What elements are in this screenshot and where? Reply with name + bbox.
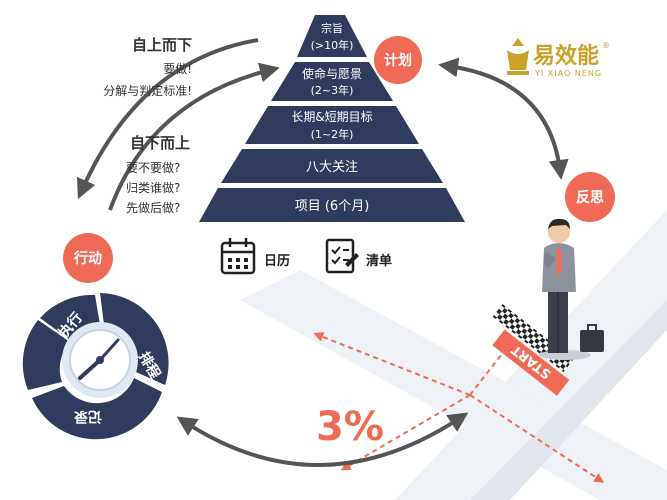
clock-hand-minute (98, 338, 120, 362)
dashed-path-up (469, 349, 506, 396)
pyramid-level-2 (271, 62, 393, 101)
figure-hair (548, 218, 570, 229)
pyramid-level-4 (221, 149, 443, 183)
figure-arm (543, 252, 556, 268)
reflect-badge: 反思 (565, 172, 615, 222)
bottom-up-line-2: 归类谁做? (126, 180, 180, 195)
figure-tie (556, 248, 562, 276)
plan-label: 计划 (384, 52, 412, 69)
bottom-up-block: 自下而上 要不要做? 归类谁做? 先做后做? (126, 134, 190, 215)
bottom-up-line-1: 要不要做? (126, 160, 180, 175)
cycle-arrows (76, 38, 569, 467)
bottom-up-title: 自下而上 (130, 134, 190, 152)
action-label: 行动 (73, 250, 102, 267)
figure-head (548, 221, 570, 243)
reflect-label: 反思 (576, 189, 604, 206)
clock-segment-record (32, 378, 162, 440)
pyramid-level-4-line-1: 八大关注 (306, 160, 358, 175)
top-down-line-1: 要做! (163, 61, 192, 76)
checklist-label: 清单 (366, 253, 392, 269)
start-banner (492, 329, 570, 396)
percent-label: 3% (316, 404, 384, 450)
calendar-label: 日历 (264, 254, 290, 269)
arrow-top-down (76, 38, 259, 200)
logo-icon (507, 38, 529, 75)
arrow-reflect-to-action (176, 412, 469, 467)
calendar-tool: 日历 (220, 238, 290, 275)
bottom-up-line-3: 先做后做? (126, 200, 180, 215)
clock-segment-execute (40, 294, 100, 340)
logo-name: 易效能 (533, 43, 599, 69)
checklist-icon (325, 238, 359, 274)
action-badge: 行动 (63, 233, 113, 283)
dashed-path-left (313, 332, 471, 396)
top-down-title: 自上而下 (132, 36, 192, 54)
calendar-icon (220, 238, 256, 275)
pyramid-level-2-line-1: 使命与愿景 (302, 66, 362, 81)
clock-hand-hour (78, 358, 102, 380)
crossroads-scene: START 3% (240, 210, 667, 500)
pyramid-level-3-line-2: (1~2年) (311, 127, 354, 141)
clock-segment-schedule (100, 293, 169, 385)
arrow-bottom-up (108, 62, 280, 211)
pyramid-level-1-line-1: 宗旨 (321, 21, 343, 35)
clock-label-record: 记录 (74, 408, 102, 424)
plan-badge: 计划 (374, 36, 422, 84)
logo-pinyin: YI XIAO NENG (534, 69, 602, 78)
top-down-block: 自上而下 要做! 分解与判定标准! (103, 36, 192, 98)
dashed-path-right (469, 394, 605, 483)
clock-wheel: 执行 排程 记录 (22, 293, 169, 440)
pyramid-level-5 (199, 188, 465, 222)
checklist-tool: 清单 (325, 238, 392, 274)
brand-logo: 易效能 ® YI XIAO NENG (507, 38, 610, 78)
pyramid-level-3-line-1: 长期&短期目标 (291, 110, 372, 124)
pyramid-level-3 (245, 106, 419, 144)
road-shadow (470, 300, 667, 500)
pyramid-level-2-line-2: (2~3年) (311, 83, 354, 97)
logo-registered: ® (602, 41, 610, 50)
goal-pyramid: 宗旨 (>10年) 使命与愿景 (2~3年) 长期&短期目标 (1~2年) 八大… (199, 15, 465, 222)
businessman-figure (539, 218, 604, 360)
pyramid-level-1-line-2: (>10年) (311, 38, 354, 52)
briefcase (580, 330, 604, 352)
top-down-line-2: 分解与判定标准! (103, 83, 192, 98)
arrow-plan-to-reflect (438, 57, 569, 180)
pyramid-level-5-line-1: 项目 (6个月) (295, 199, 370, 214)
